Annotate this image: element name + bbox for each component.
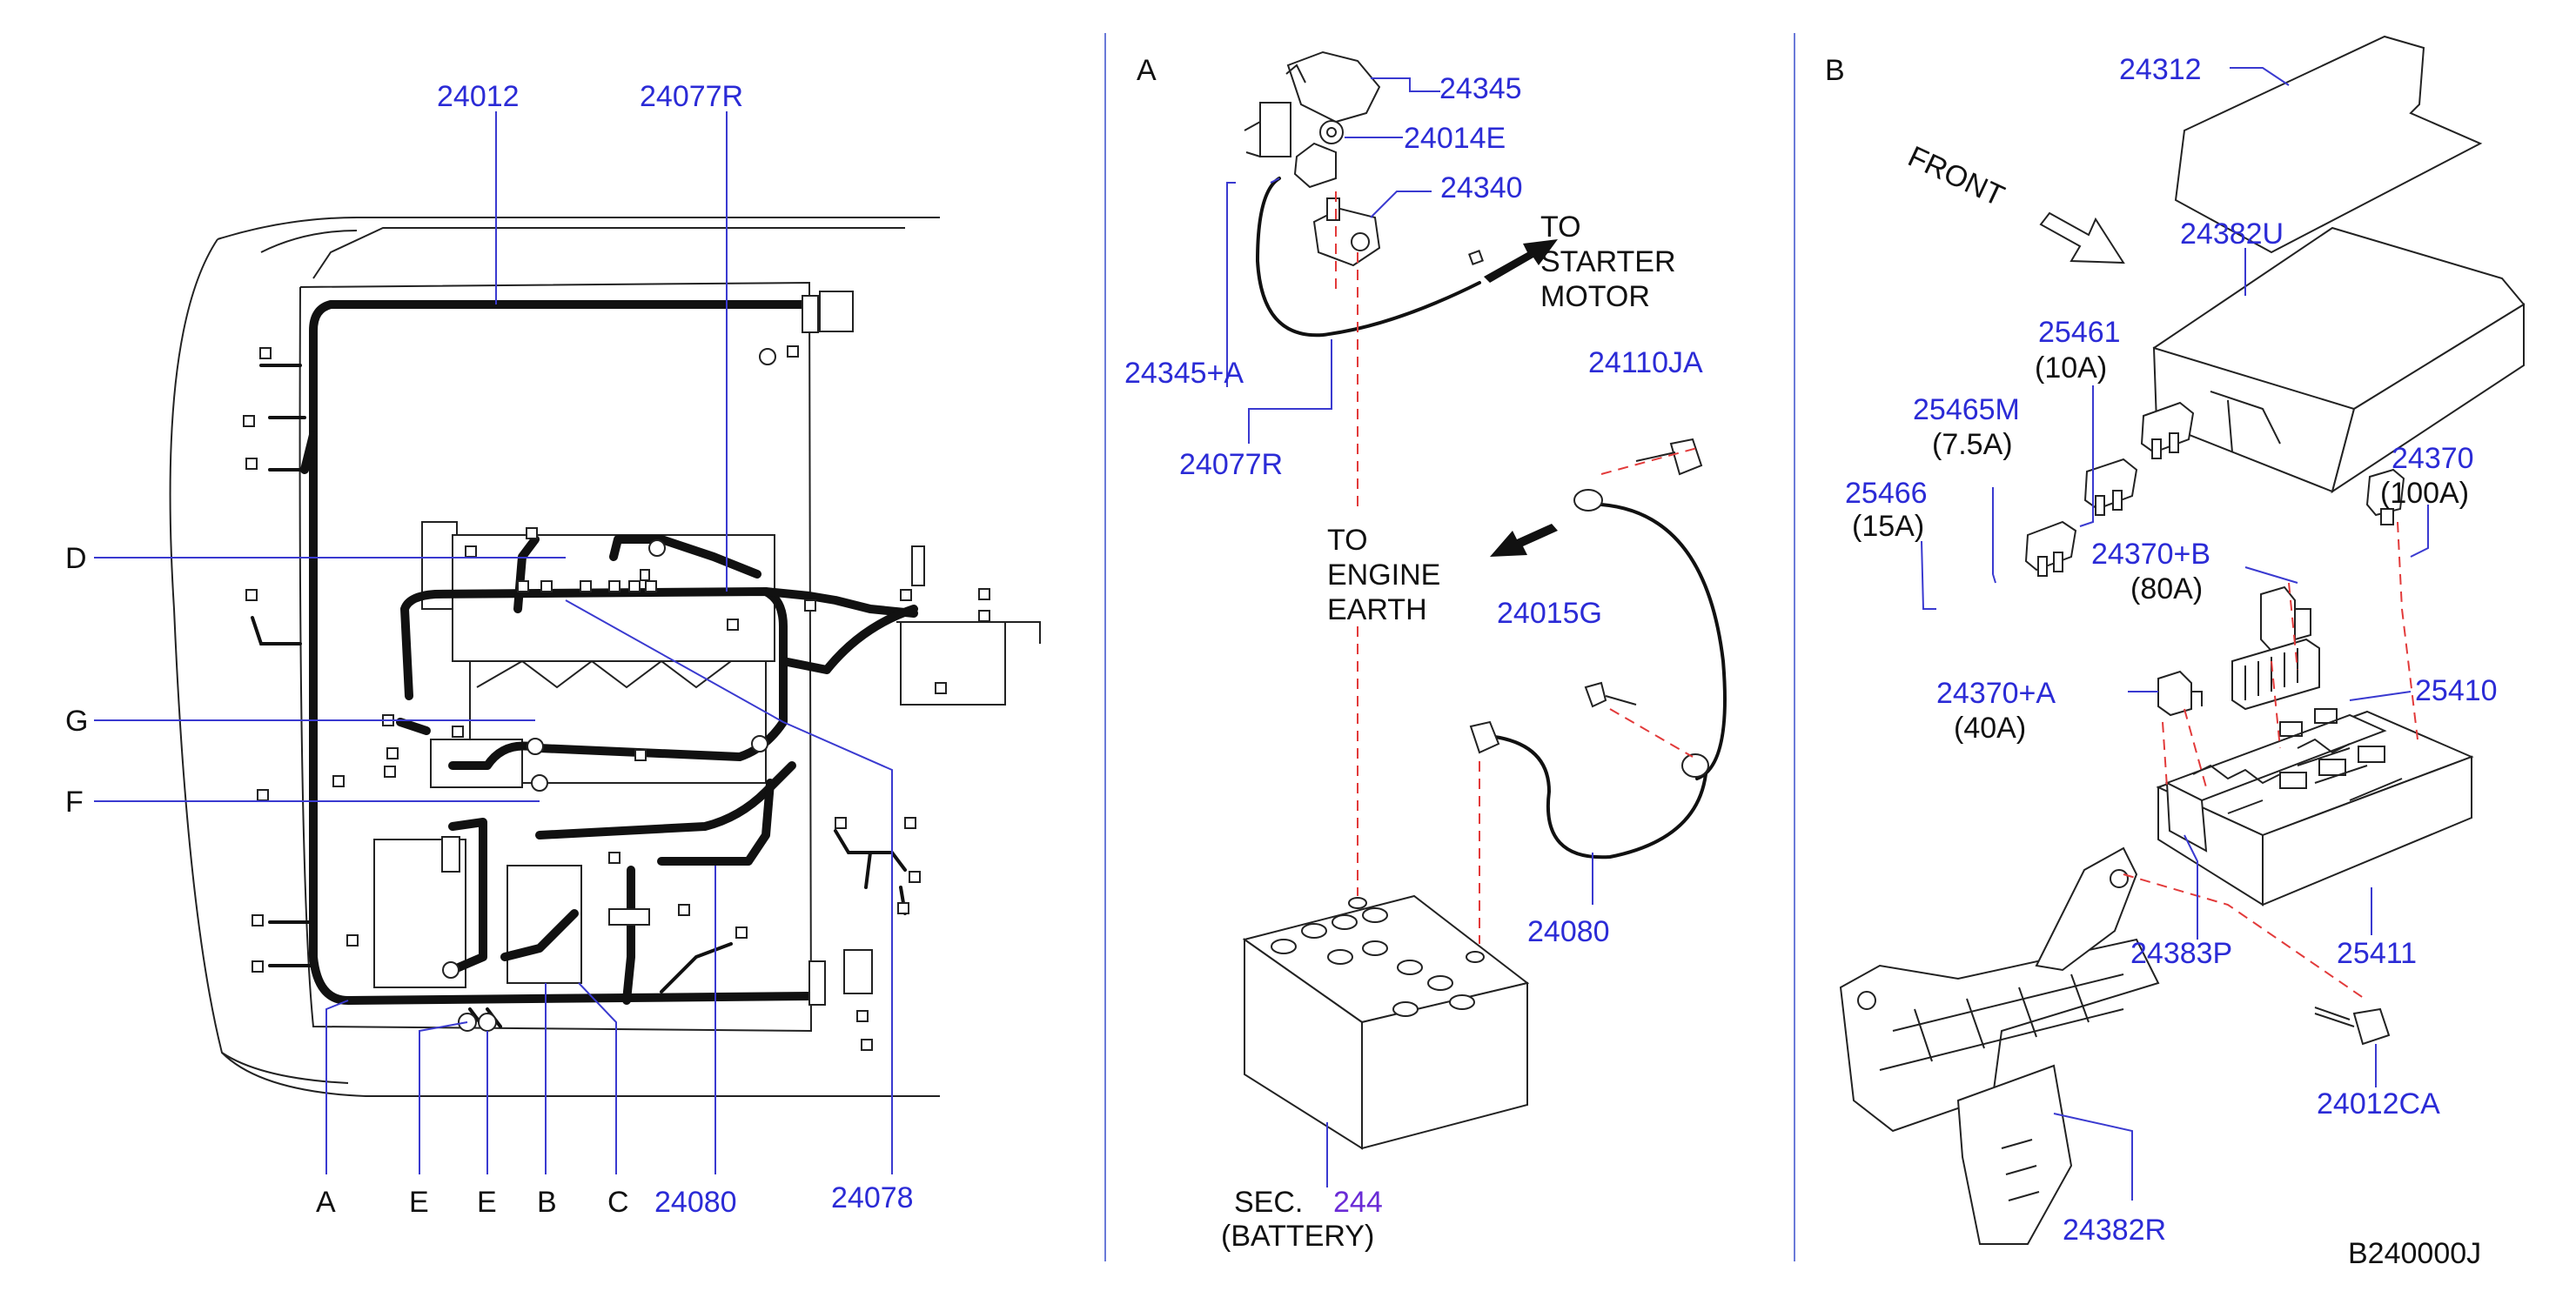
front-arrow: [2039, 211, 2125, 264]
part-label-24078: 24078: [831, 1181, 914, 1214]
part-label-25410: 25410: [2415, 674, 2498, 707]
part-label-24312: 24312: [2119, 53, 2202, 86]
part-label-24015G: 24015G: [1497, 597, 1602, 630]
left-leader-lines: [94, 111, 893, 1174]
part-label-25411: 25411: [2337, 937, 2417, 970]
part-label-24077R: 24077R: [1179, 448, 1283, 481]
battery-sec-label: SEC.: [1234, 1186, 1303, 1219]
part-label-24383P: 24383P: [2130, 937, 2232, 970]
middle-dashed-guides: [1335, 191, 1698, 944]
right-leader-lines: [1921, 67, 2429, 1201]
rating-24370-B: (80A): [2130, 572, 2203, 605]
to-earth-line-1: TO: [1327, 524, 1368, 557]
callout-B: B: [537, 1186, 557, 1219]
part-label-24012CA: 24012CA: [2317, 1087, 2440, 1120]
part-label-25465M: 25465M: [1913, 393, 2020, 426]
direction-arrows: [1484, 239, 1558, 557]
battery-cable-24077R: [1255, 177, 1484, 338]
part-label-25461: 25461: [2038, 316, 2121, 349]
callout-E: E: [477, 1186, 497, 1219]
callout-G: G: [65, 705, 88, 738]
battery-section-ref-link: 244: [1333, 1186, 1383, 1219]
section-label-B: B: [1825, 54, 1845, 87]
to-starter-line-1: TO: [1540, 211, 1581, 244]
part-label-24345-A: 24345+A: [1124, 357, 1244, 390]
fuse-box-upper-cover: [2152, 226, 2526, 494]
fuse-box-cover-seal: [2174, 35, 2483, 254]
part-label-24370-A: 24370+A: [1936, 677, 2056, 710]
battery: [1242, 894, 1530, 1150]
harness-connectors: [243, 291, 990, 1051]
rating-24370: (100A): [2380, 477, 2469, 510]
callout-D: D: [65, 542, 87, 575]
fuse-box-screw-24012CA: [2314, 1007, 2391, 1046]
part-label-24014E: 24014E: [1404, 122, 1506, 155]
rating-25461: (10A): [2035, 351, 2107, 385]
engine-room-harness: [251, 300, 918, 1028]
fuse-block-25410: [2164, 708, 2387, 853]
front-arrow-icon: [2039, 211, 2125, 264]
rating-24370-A: (40A): [1954, 712, 2026, 745]
to-starter-line-3: MOTOR: [1540, 280, 1650, 313]
battery-name-label: (BATTERY): [1221, 1220, 1374, 1253]
middle-labels: A 24345 24014E 24340 24345+A 24077R 2411…: [1124, 54, 1703, 1253]
arrow-to-earth-icon: [1490, 524, 1558, 557]
callout-C: C: [607, 1186, 629, 1219]
callout-A: A: [316, 1186, 336, 1219]
rating-25466: (15A): [1852, 510, 1924, 543]
right-labels: B FRONT 24312 24382U 25461 (10A) 25465M …: [1825, 53, 2498, 1247]
left-labels: 24012 24077R D G F A E E B C 24080 24078: [65, 80, 914, 1219]
part-label-24382R: 24382R: [2063, 1214, 2166, 1247]
fuses: [2024, 401, 2405, 717]
part-label-24370-B: 24370+B: [2091, 538, 2210, 571]
fuse-box-bracket-24382R: [1839, 846, 2160, 1245]
part-label-24340: 24340: [1440, 171, 1523, 204]
part-label-24382U: 24382U: [2180, 217, 2284, 251]
earth-cable-24080: [1469, 438, 1727, 860]
part-label-24077R: 24077R: [640, 80, 743, 113]
section-label-A: A: [1137, 54, 1157, 87]
to-starter-line-2: STARTER: [1540, 245, 1676, 278]
part-label-24345: 24345: [1439, 72, 1522, 105]
middle-leader-lines: [1226, 77, 1593, 1187]
callout-F: F: [65, 786, 84, 819]
to-earth-line-3: EARTH: [1327, 593, 1427, 626]
to-earth-line-2: ENGINE: [1327, 559, 1440, 592]
part-label-24110JA: 24110JA: [1588, 346, 1703, 379]
part-label-25466: 25466: [1845, 477, 1928, 510]
part-label-24012: 24012: [437, 80, 520, 113]
right-dashed-guides: [2123, 521, 2418, 1001]
figure-code: B240000J: [2348, 1237, 2481, 1270]
arrow-to-starter-icon: [1484, 239, 1558, 283]
battery-terminal-parts: [1244, 50, 1381, 267]
part-label-24080: 24080: [1527, 915, 1610, 948]
front-label: FRONT: [1903, 140, 2009, 213]
callout-E: E: [409, 1186, 429, 1219]
rating-25465M: (7.5A): [1932, 428, 2013, 461]
part-label-24080: 24080: [654, 1186, 737, 1219]
part-label-24370: 24370: [2392, 442, 2474, 475]
